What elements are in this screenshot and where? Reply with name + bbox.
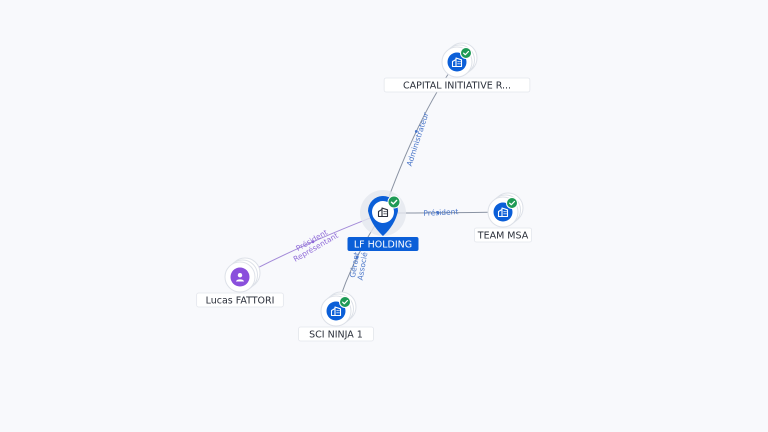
edge-arrow-icon: [414, 130, 418, 133]
center-label[interactable]: LF HOLDING: [347, 237, 419, 251]
node-label-text: Lucas FATTORI: [206, 295, 275, 306]
node-center[interactable]: LF HOLDING: [347, 190, 419, 251]
edge-role-label: Administrateur: [405, 110, 431, 167]
edge-arrow-icon: [311, 240, 315, 244]
node-label[interactable]: TEAM MSA: [473, 227, 532, 243]
node-sci_ninja[interactable]: SCI NINJA 1: [298, 291, 374, 342]
edge-role-label: Président: [423, 207, 458, 218]
node-label-text: SCI NINJA 1: [309, 329, 363, 340]
verified-check-icon: [387, 195, 401, 209]
center-pin-inner: [372, 201, 394, 223]
verified-check-icon: [460, 47, 472, 59]
edge-role-label: Gérant: [348, 251, 361, 278]
node-label[interactable]: CAPITAL INITIATIVE R...: [383, 77, 531, 93]
node-lucas[interactable]: Lucas FATTORI: [196, 257, 284, 308]
edges-layer: AdministrateurPrésidentGérantAssociéPrés…: [239, 61, 504, 312]
nodes-layer: CAPITAL INITIATIVE R... TEAM MSA SCI NINJA…: [196, 42, 532, 342]
center-label-text: LF HOLDING: [354, 239, 412, 250]
verified-check-icon: [506, 197, 518, 209]
edge-arrow-icon: [436, 211, 440, 215]
node-label[interactable]: Lucas FATTORI: [196, 292, 284, 308]
node-team_msa[interactable]: TEAM MSA: [473, 192, 532, 243]
node-label-text: CAPITAL INITIATIVE R...: [403, 80, 511, 91]
node-label-text: TEAM MSA: [477, 230, 529, 241]
edge-arrow-icon: [355, 255, 359, 259]
node-label[interactable]: SCI NINJA 1: [298, 326, 374, 342]
verified-check-icon: [339, 296, 351, 308]
node-capital[interactable]: CAPITAL INITIATIVE R...: [383, 42, 531, 93]
